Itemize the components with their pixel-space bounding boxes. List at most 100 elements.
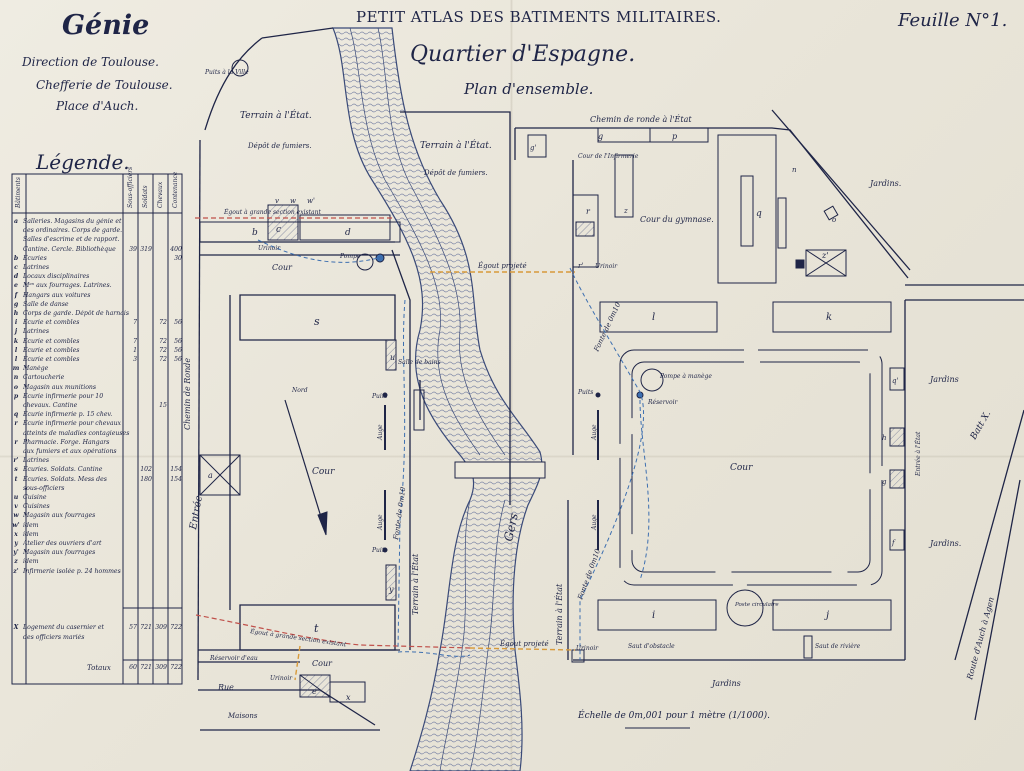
legend-value: 1 [133,346,137,354]
sewer-lines [195,217,576,681]
letter-v: v [275,197,279,205]
label-cour-2: Cour [312,467,335,477]
legend-value: 722 [170,664,182,671]
legend-key: p [13,392,19,400]
label-saut-riviere: Saut de rivière [815,643,861,650]
legend-key: r' [13,457,19,465]
label-egout-projete-3: Égout à grande section existant [249,627,348,649]
letter-k: k [826,312,832,323]
legend-desc: Latrines [23,264,50,271]
legend-desc: Écurie infirmerie pour chevaux [23,420,122,428]
legend-desc: Écuries. Soldats. Cantine [23,466,103,474]
legend-desc: Magasin aux fourrages [23,512,96,520]
legend-row: r'Latrines [12,457,182,465]
label-urinoir-1: Urinoir [258,245,281,252]
letter-a: a [208,471,213,480]
letter-b: b [252,228,258,238]
legend-value: 154 [170,475,182,483]
legend-desc: idem [23,530,39,538]
legend-value: 309 [155,664,167,671]
feuille-number: Feuille N°1. [898,10,1008,31]
legend-key: r [14,438,18,446]
legend-key: g [13,300,19,308]
legend-key: y' [13,549,19,557]
letter-g-prime: g' [530,144,536,152]
legend-key: f [14,291,18,299]
legend-key: h [13,310,19,317]
legend-key: v [14,503,18,511]
map-labels: Terrain à l'État. Dépôt de fumiers. Terr… [183,69,996,721]
legend-key: z [14,558,18,566]
label-cour-3: Cour [312,659,333,668]
legend-desc: atteints de maladies contagieuses [23,429,130,437]
label-rue: Rue [217,683,234,692]
legend-row: atteints de maladies contagieuses [12,430,182,438]
legend-desc: Logement du casernier et [23,624,104,631]
label-cour-4: Cour [730,463,753,473]
place-label: Place d'Auch. [56,99,139,113]
letter-r: r [586,207,591,216]
legend-value: 3 [133,356,137,363]
legend-desc: idem [23,558,39,566]
label-puits-3: Puits [577,389,593,396]
legend-key: w' [12,521,20,529]
label-entree: Entrée [188,495,205,532]
label-egout: Égout à grande section existant [223,208,321,216]
legend-value: 60 [129,664,137,671]
label-cour-1: Cour [272,263,293,272]
letter-w: w [290,197,296,205]
label-terrain-etat-2: Terrain à l'État. [420,139,492,151]
letter-w-prime: w' [307,197,315,205]
chefferie-label: Chefferie de Toulouse. [36,78,173,92]
legend-value: 57 [129,624,137,631]
legend-desc: Infirmerie isolée p. 24 hommes [23,567,121,575]
legend-key: a [13,218,18,225]
legend-desc: Écurie infirmerie pour 10 [23,392,104,400]
label-gers: Gers [501,512,521,543]
legend-value: 721 [140,664,152,671]
label-egout-projete-1: Égout projeté [477,261,527,270]
legend-key: l [14,346,18,354]
legend-title: Légende. [36,150,130,174]
label-maisons: Maisons [227,712,258,720]
legend-desc: Cuisines [23,503,50,511]
legend-value: 72 [159,346,167,354]
legend-key: z' [13,567,19,575]
label-auge-2: Auge [377,514,384,531]
legend-desc: des officiers mariés [23,634,85,641]
legend-value: 309 [155,624,167,631]
legend-desc: Atelier des ouvriers d'art [23,540,102,547]
legend-totals-label: Totaux [87,664,111,672]
legend-value: 7 [133,337,137,345]
legend-desc: Latrines [23,328,50,336]
legend-row-x-cont: des officiers mariés [12,634,132,642]
label-urinoir-3: Urinoir [270,675,293,682]
letter-m: q [756,209,762,219]
legend-desc: Salleries. Magasins du génie et [23,218,122,225]
legend-value: 30 [174,254,182,262]
right-buildings [527,127,905,663]
letter-t: t [314,622,319,635]
legend-value: 56 [174,346,182,354]
label-terrain-etat-v1: Terrain à l'État [411,553,420,615]
label-poste-circulaire: Poste circulaire [734,602,779,608]
legend-desc: Écurie et combles [23,337,80,345]
label-fonte-left: Fonte de 0m10 [392,486,408,541]
label-terrain-etat-1: Terrain à l'État. [240,109,312,121]
label-reservoir: Réservoir [647,399,678,406]
